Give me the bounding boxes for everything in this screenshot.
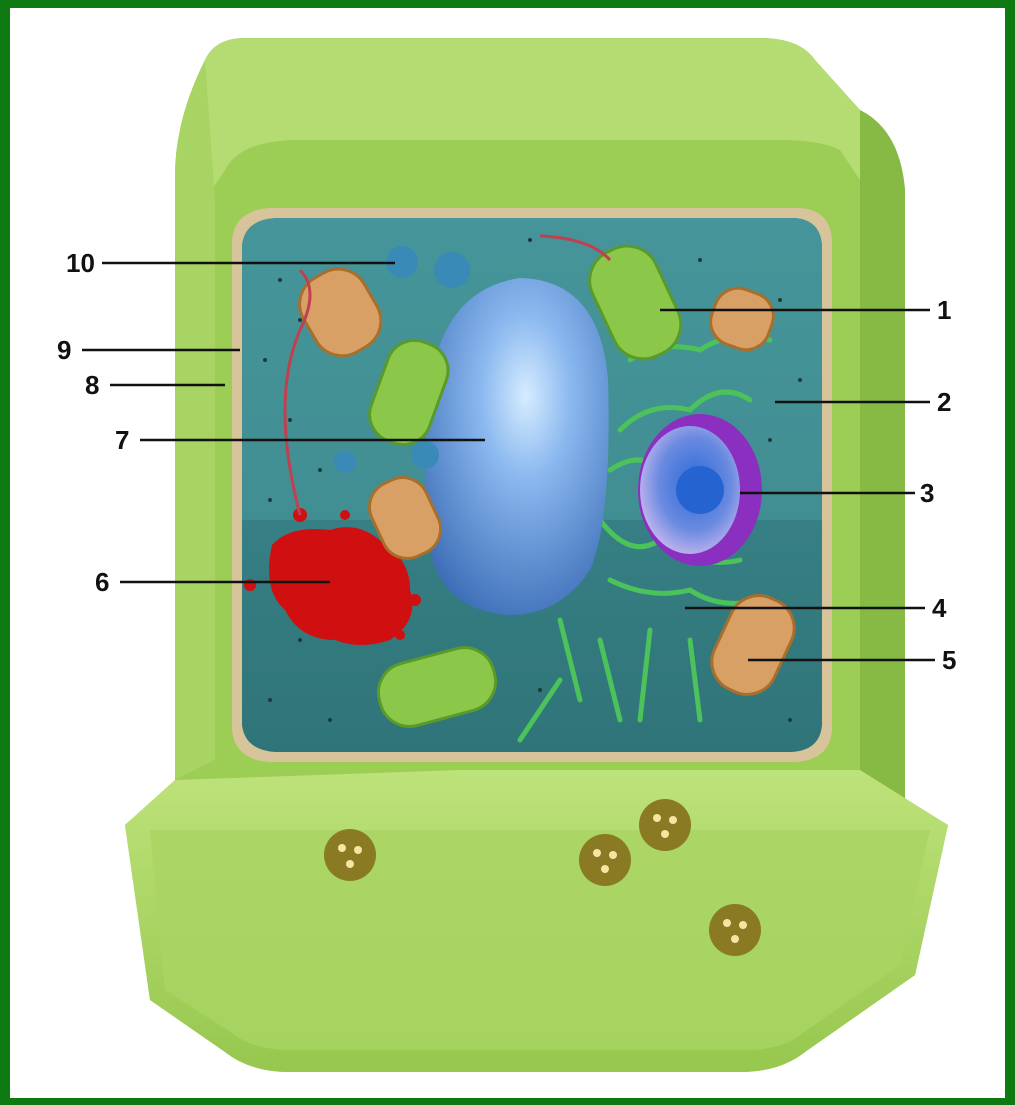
label-9: 9 (57, 335, 71, 365)
label-6: 6 (95, 567, 109, 597)
label-5: 5 (942, 645, 956, 675)
label-10: 10 (66, 248, 95, 278)
label-8: 8 (85, 370, 99, 400)
label-2: 2 (937, 387, 951, 417)
central-vacuole (425, 278, 609, 615)
label-4: 4 (932, 593, 947, 623)
label-1: 1 (937, 295, 951, 325)
nucleus (638, 414, 762, 566)
label-7: 7 (115, 425, 129, 455)
label-3: 3 (920, 478, 934, 508)
